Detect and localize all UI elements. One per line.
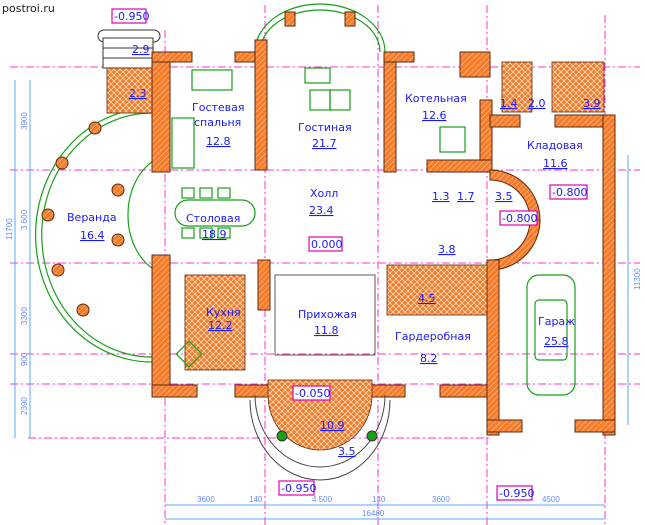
room-name-hall: Холл xyxy=(310,187,338,200)
dim-bottom-1: 3600 xyxy=(197,495,215,504)
area-porch-steps: 3.5 xyxy=(338,445,356,458)
level-round-room: -0.800 xyxy=(502,212,537,225)
dim-left-4: 900 xyxy=(20,352,29,366)
room-area-kitchen: 12.2 xyxy=(208,319,233,332)
room-area-dining: 18.9 xyxy=(202,228,227,241)
site-watermark: postroi.ru xyxy=(2,2,55,15)
dim-left-1: 3900 xyxy=(20,112,29,130)
dim-left-5: 2390 xyxy=(20,397,29,415)
room-name-storage: Кладовая xyxy=(527,139,583,152)
dim-right-total: 11300 xyxy=(633,268,642,290)
dimension-labels: 3900 3 600 3300 900 2390 11700 11300 360… xyxy=(5,112,642,518)
room-name-kitchen: Кухня xyxy=(206,306,241,319)
level-marks: -0.950 0.000 -0.800 -0.800 -0.050 -0.950… xyxy=(111,8,588,501)
dim-left-3: 3300 xyxy=(20,307,29,325)
living-room-bay xyxy=(254,3,386,53)
level-bottom-center: -0.950 xyxy=(281,482,316,495)
area-corridor: 1.7 xyxy=(457,190,475,203)
area-bathroom: 4.5 xyxy=(418,292,436,305)
veranda-outline xyxy=(35,107,156,363)
room-area-storage: 11.6 xyxy=(543,157,568,170)
room-name-living-room: Гостиная xyxy=(298,121,352,134)
room-name-guest-bedroom-2: спальня xyxy=(194,116,241,129)
area-wc: 1.3 xyxy=(432,190,450,203)
furniture xyxy=(171,67,576,396)
top-porch xyxy=(97,29,161,114)
area-vestibule-a: 1.4 xyxy=(500,97,518,110)
room-name-guest-bedroom: Гостевая xyxy=(192,101,245,114)
dimension-lines xyxy=(14,80,629,520)
area-vestibule-c: 3.9 xyxy=(583,97,601,110)
room-area-veranda: 16.4 xyxy=(80,229,105,242)
area-round-room: 3.5 xyxy=(495,190,513,203)
walls xyxy=(151,39,616,436)
level-storage: -0.800 xyxy=(552,186,587,199)
area-stair-b: 2.0 xyxy=(528,97,546,110)
level-hall: 0.000 xyxy=(311,238,343,251)
dim-bottom-5: 3600 xyxy=(432,495,450,504)
area-porch-small: 2.3 xyxy=(129,87,147,100)
level-porch: -0.050 xyxy=(295,387,330,400)
room-name-boiler-room: Котельная xyxy=(405,92,467,105)
room-name-entrance: Прихожая xyxy=(298,308,357,321)
room-name-wardrobe: Гардеробная xyxy=(395,330,471,343)
area-porch: 10.9 xyxy=(320,419,345,432)
dim-left-total: 11700 xyxy=(5,218,14,240)
room-area-entrance: 11.8 xyxy=(314,324,339,337)
room-area-living-room: 21.7 xyxy=(312,137,337,150)
room-area-guest-bedroom: 12.8 xyxy=(206,135,231,148)
room-area-hall: 23.4 xyxy=(309,204,334,217)
room-labels: Гостевая спальня 12.8 Гостиная 21.7 Коте… xyxy=(67,43,601,458)
dim-left-2: 3 600 xyxy=(20,209,29,230)
dim-bottom-4: 140 xyxy=(372,495,386,504)
area-porch-stair: 2.9 xyxy=(132,43,150,56)
area-stair-main: 3.8 xyxy=(438,243,456,256)
room-area-garage: 25.8 xyxy=(544,335,569,348)
room-name-garage: Гараж xyxy=(538,315,575,328)
room-name-dining: Столовая xyxy=(186,212,240,225)
dim-bottom-6: 4500 xyxy=(542,495,560,504)
level-top-left: -0.950 xyxy=(114,10,149,23)
room-area-wardrobe: 8.2 xyxy=(420,352,438,365)
dim-bottom-3: 4 500 xyxy=(312,495,333,504)
room-area-boiler-room: 12.6 xyxy=(422,109,447,122)
dim-bottom-2: 140 xyxy=(249,495,263,504)
dim-bottom-total: 16480 xyxy=(362,509,385,518)
level-bottom-right: -0.950 xyxy=(499,487,534,500)
room-name-veranda: Веранда xyxy=(67,211,117,224)
